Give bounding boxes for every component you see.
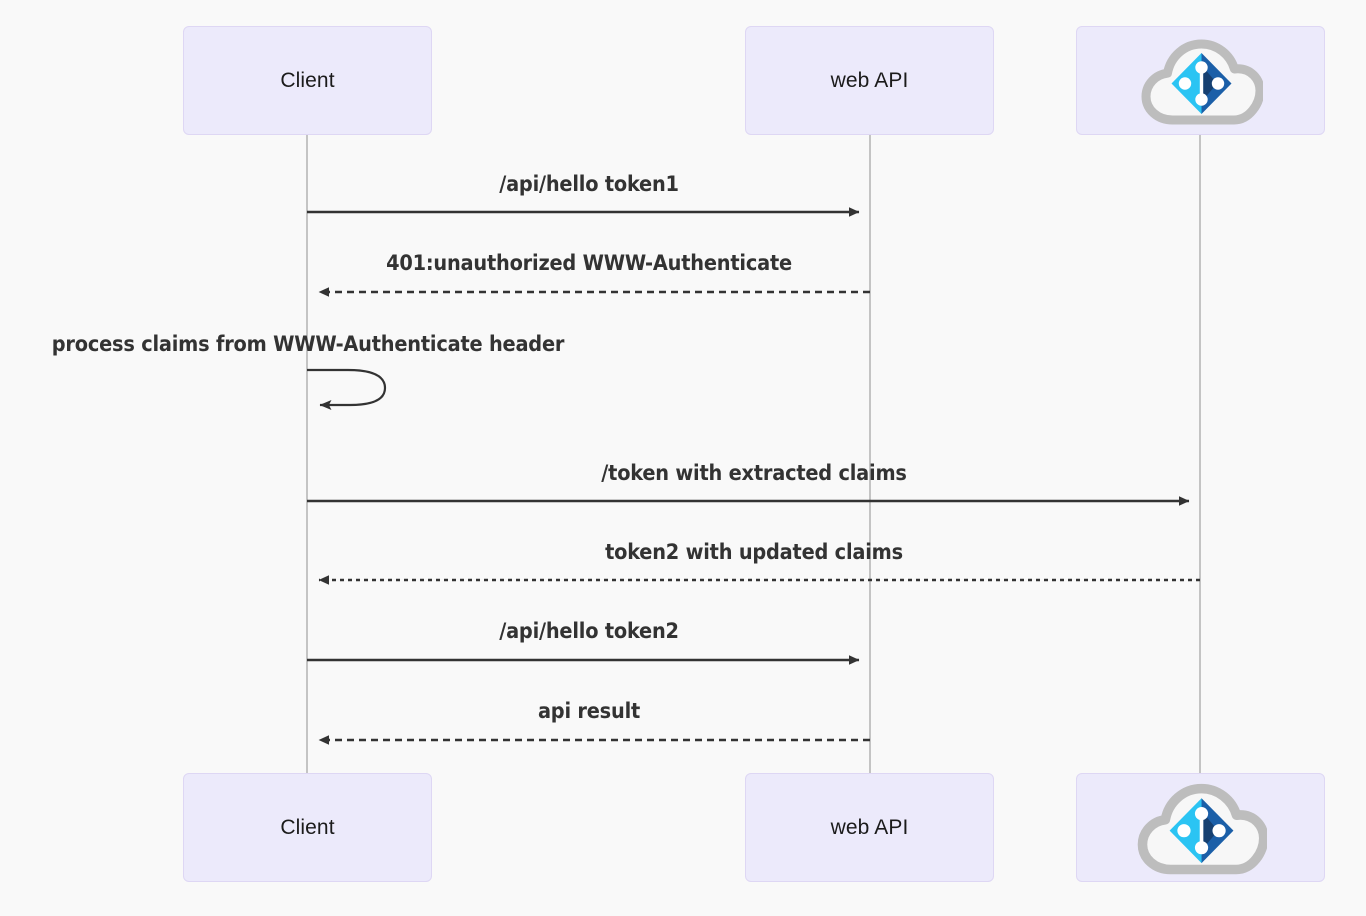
participant-label-webapi-bottom: web API	[830, 815, 909, 839]
azure-active-directory-cloud-icon	[1139, 34, 1264, 128]
message-label-6: /api/hello token2	[499, 619, 679, 644]
message-label-4: /token with extracted claims	[601, 461, 907, 486]
message-label-2: 401:unauthorized WWW-Authenticate	[386, 251, 792, 276]
message-label-7: api result	[537, 699, 641, 724]
message-label-5: token2 with updated claims	[605, 540, 903, 565]
participant-box-client-bottom[interactable]: Client	[183, 773, 432, 882]
message-label-3: process claims from WWW-Authenticate hea…	[51, 332, 565, 357]
participant-box-client-top[interactable]: Client	[183, 26, 432, 135]
message-label-1: /api/hello token1	[499, 172, 679, 197]
participant-label-webapi-top: web API	[830, 68, 909, 92]
participant-box-azuread-top[interactable]	[1076, 26, 1325, 135]
participant-box-azuread-bottom[interactable]	[1076, 773, 1325, 882]
participant-label-client-top: Client	[280, 68, 335, 92]
participant-box-webapi-top[interactable]: web API	[745, 26, 994, 135]
azure-active-directory-cloud-icon	[1135, 778, 1269, 878]
participant-box-webapi-bottom[interactable]: web API	[745, 773, 994, 882]
participant-label-client-bottom: Client	[280, 815, 335, 839]
message-arrow-3-self-loop	[307, 368, 387, 410]
